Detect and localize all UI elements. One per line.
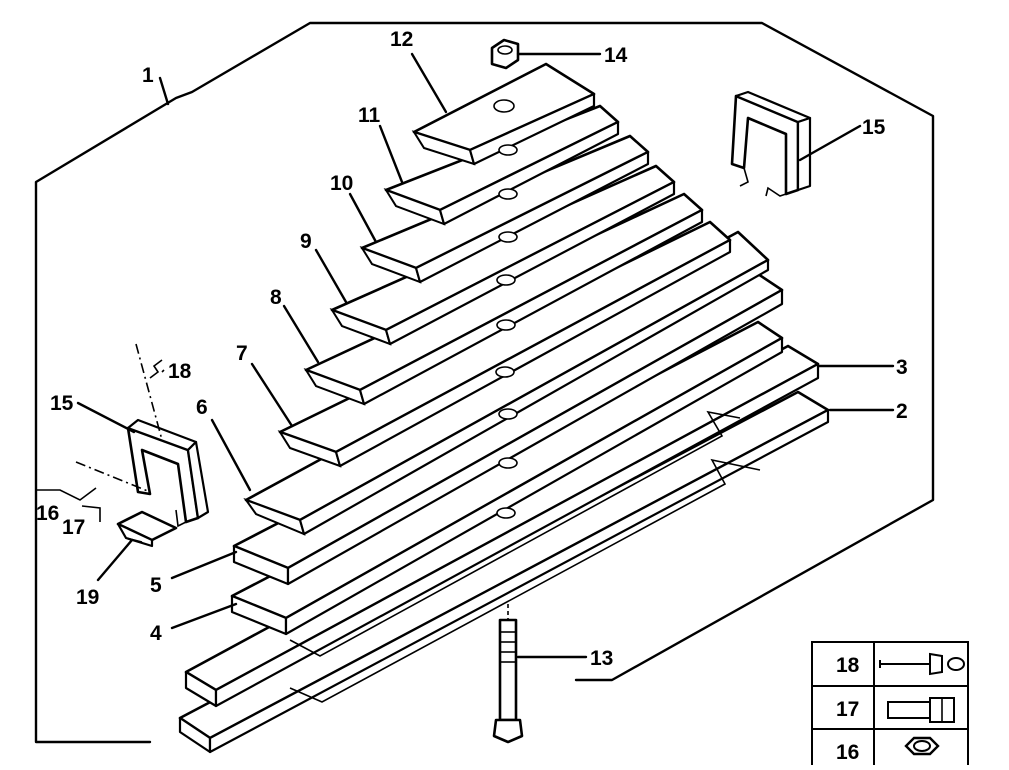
callout-9: 9 <box>300 230 312 253</box>
callout-7-leader <box>250 362 294 428</box>
callout-14: 14 <box>604 44 628 67</box>
rebound-clip-15-left <box>126 418 210 528</box>
callout-15-right: 15 <box>862 116 886 139</box>
fastener-legend: 18 17 16 <box>811 641 969 770</box>
callout-19: 19 <box>76 586 99 609</box>
rivet-icon <box>879 652 965 676</box>
callout-10-leader <box>348 192 378 244</box>
callout-17-leader <box>81 505 101 522</box>
rivet-18-break-mark <box>149 359 163 379</box>
callout-11: 11 <box>358 104 381 127</box>
callout-10: 10 <box>330 172 353 195</box>
leaf-spring-leaf-7 <box>277 220 732 468</box>
callout-9-leader <box>314 248 348 304</box>
center-bolt-13 <box>492 604 524 744</box>
assembly-boundary-outline <box>34 21 935 744</box>
callout-12: 12 <box>390 28 413 51</box>
bolt-17-break-mark <box>36 487 97 501</box>
callout-17: 17 <box>62 516 85 539</box>
callout-15-left-leader <box>76 401 136 434</box>
bolt-icon <box>887 697 955 723</box>
callout-15-left: 15 <box>50 392 74 415</box>
callout-19-leader <box>96 538 134 582</box>
callout-13: 13 <box>590 647 613 670</box>
callout-18-leader <box>161 369 165 373</box>
callout-15-right-leader <box>798 124 862 162</box>
spacer-plate-19 <box>116 510 178 548</box>
callout-4-leader <box>170 602 238 630</box>
nut-icon <box>904 736 940 756</box>
callout-7: 7 <box>236 342 248 365</box>
hex-nut-14 <box>490 38 520 70</box>
callout-6-leader <box>210 418 252 492</box>
legend-number-18: 18 <box>836 654 860 677</box>
callout-1-leader <box>158 76 170 106</box>
callout-3: 3 <box>896 356 908 379</box>
bolt-17-axis <box>75 461 151 493</box>
callout-16: 16 <box>36 502 59 525</box>
callout-6: 6 <box>196 396 208 419</box>
callout-2: 2 <box>896 400 908 423</box>
leaf-spring-plate-4 <box>230 320 784 636</box>
callout-12-leader <box>410 52 448 114</box>
legend-number-16: 16 <box>836 741 859 764</box>
rivet-18-axis <box>135 343 163 441</box>
callout-18: 18 <box>168 360 192 383</box>
callout-1: 1 <box>142 64 154 87</box>
callout-11-leader <box>378 124 404 184</box>
callout-8-leader <box>282 304 320 364</box>
callout-5-leader <box>170 550 238 580</box>
legend-number-17: 17 <box>836 698 859 721</box>
callout-8: 8 <box>270 286 282 309</box>
callout-5: 5 <box>150 574 162 597</box>
leaf-spring-leaf-12 <box>411 62 596 166</box>
callout-4: 4 <box>150 622 162 645</box>
rebound-clip-15-right <box>730 90 812 197</box>
